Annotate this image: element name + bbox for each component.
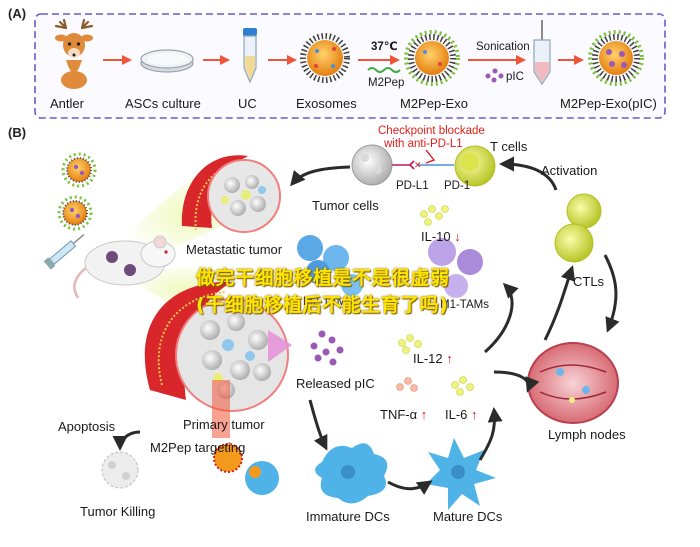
centrifuge-tube: [243, 28, 257, 84]
exosome-sphere: [300, 33, 350, 83]
il-6-label: IL-6 ↑: [445, 407, 478, 422]
m2pep-targeting-label: M2Pep targeting: [150, 440, 246, 455]
injected-exosomes: [57, 152, 97, 231]
metastatic-tumor-label: Metastatic tumor: [186, 242, 283, 257]
svg-text:✕: ✕: [414, 160, 422, 170]
primary-tumor-label: Primary tumor: [183, 417, 265, 432]
pd-l1-pd-1-interaction: ✕: [392, 149, 454, 170]
tumor-cells-label: Tumor cells: [312, 198, 379, 213]
petri-dish: [140, 49, 194, 73]
pd-l1-label: PD-L1: [396, 180, 429, 192]
step-label-ascs-culture: ASCs culture: [125, 96, 201, 111]
step-label-m2pep-exo: M2Pep-Exo: [400, 96, 468, 111]
m2pep-wave: [367, 67, 401, 73]
step-label-uc: UC: [238, 96, 257, 111]
tnf-alpha-dots: [396, 377, 418, 392]
tumor-killing-cell: [101, 451, 139, 489]
sonication-tube: [533, 20, 551, 86]
immature-dcs-label: Immature DCs: [306, 509, 390, 524]
panel-b-tag: (B): [8, 125, 27, 140]
released-pic-label: Released pIC: [296, 376, 375, 391]
m2pep-label: M2Pep: [368, 77, 405, 89]
mouse: [73, 235, 176, 299]
immature-dc-cell: [315, 443, 388, 504]
t-cells-label: T cells: [490, 139, 528, 154]
m2pep-targeting-cells: [213, 443, 279, 495]
apoptosis-label: Apoptosis: [58, 419, 116, 434]
overlay-caption-line1: 做完干细胞移植是不是很虚弱: [196, 267, 450, 289]
red-targeting-beam: [212, 380, 230, 438]
t-cell: [454, 145, 496, 187]
il-12-dots: [398, 334, 422, 354]
tumor-killing-label: Tumor Killing: [80, 504, 156, 519]
sonication-label: Sonication: [476, 41, 530, 53]
pic-dots: [485, 68, 504, 83]
temperature-label: 37℃: [371, 41, 398, 53]
tnf-alpha-label: TNF-α ↑: [380, 407, 428, 422]
activation-label: Activation: [541, 163, 598, 178]
m2pep-exo-pic-sphere: [588, 30, 644, 86]
pd-1-label: PD-1: [444, 180, 471, 192]
deer-illustration: [54, 18, 94, 89]
released-pic-dots: [310, 330, 344, 366]
step-label-antler: Antler: [50, 96, 84, 111]
ctls-label: CTLs: [573, 274, 605, 289]
m2-tams-label: M2-TAMs: [303, 296, 352, 308]
panel-a-frame: [34, 13, 666, 119]
lymph-nodes-label: Lymph nodes: [548, 427, 626, 442]
lymph-node: [527, 342, 619, 424]
il-6-dots: [451, 376, 474, 396]
overlay-caption-line2: (干细胞移植后不能生育了吗): [196, 294, 449, 316]
primary-tumor: [144, 281, 292, 412]
m2-tams-cells: [297, 235, 363, 296]
ctl-cells: [554, 193, 602, 263]
il-12-label: IL-12 ↑: [413, 351, 453, 366]
m2pep-exo-sphere: [404, 30, 460, 86]
mature-dcs-label: Mature DCs: [433, 509, 503, 524]
m1-tams-label: M1-TAMs: [440, 299, 489, 311]
tumor-cell: [351, 144, 393, 186]
syringe: [43, 234, 85, 270]
checkpoint-label-line2: with anti-PD-L1: [384, 138, 463, 150]
pathway-arrows: [112, 156, 620, 495]
mature-dc-cell: [426, 438, 496, 510]
il-10-dots: [420, 205, 449, 226]
m1-tams-cells: [428, 238, 483, 298]
panel-a-tag: (A): [8, 6, 27, 21]
il-10-label: IL-10 ↓: [421, 229, 461, 244]
checkpoint-label-line1: Checkpoint blockade: [378, 125, 485, 137]
metastatic-tumor: [181, 155, 281, 233]
step-label-m2pep-exo-pic: M2Pep-Exo(pIC): [560, 96, 657, 111]
step-label-exosomes: Exosomes: [296, 96, 357, 111]
pic-label: pIC: [506, 71, 524, 83]
